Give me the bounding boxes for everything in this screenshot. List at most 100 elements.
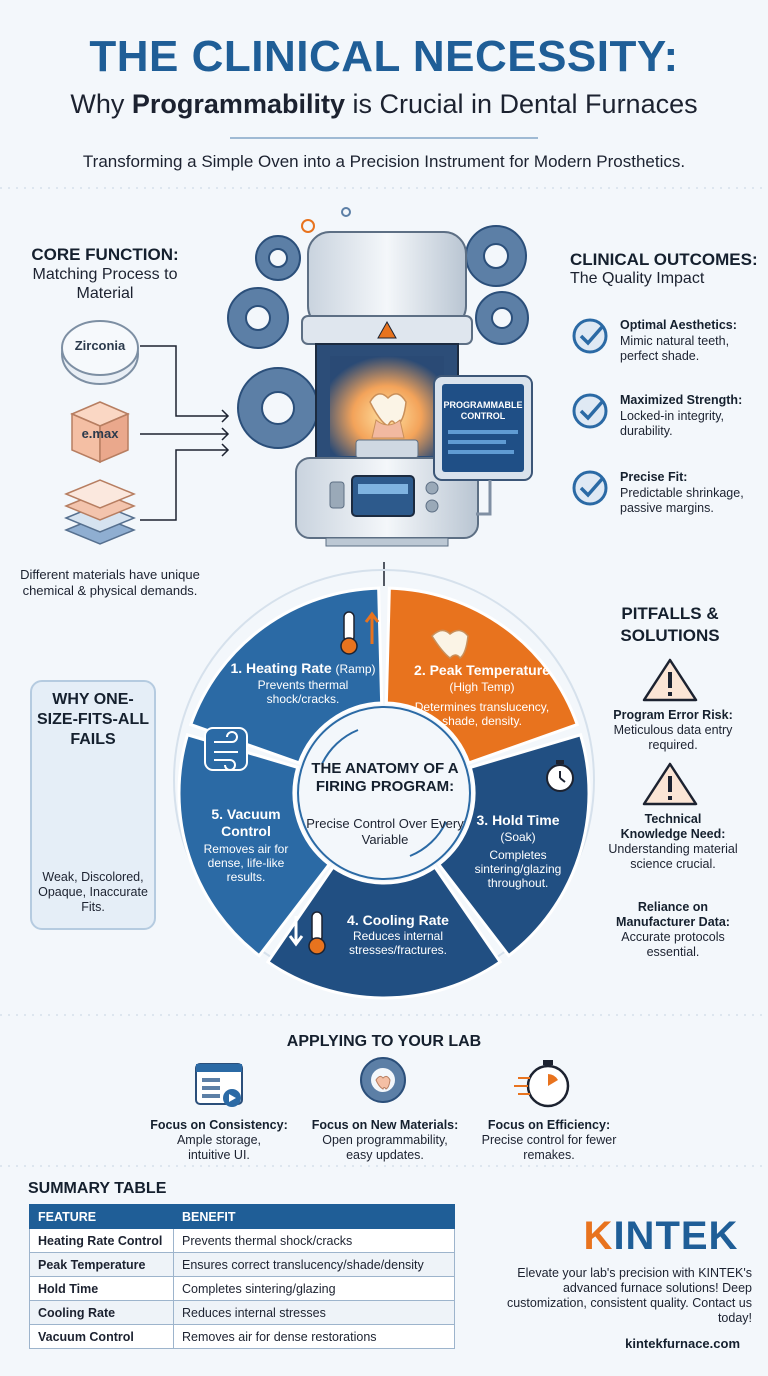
vacuum-icon (204, 727, 248, 771)
ring-segment-heating (188, 586, 384, 765)
material-connector-lines (140, 345, 385, 586)
outcome-item: Maximized Strength: Locked-in integrity,… (572, 393, 762, 453)
table-header-benefit: BENEFIT (173, 1204, 455, 1229)
table-row: Cooling Rate Reduces internal stresses (29, 1300, 455, 1325)
focus-title: Focus on Consistency: (150, 1118, 288, 1132)
table-cell-feature: Cooling Rate (29, 1300, 174, 1325)
thermometer-up-icon (340, 611, 380, 655)
brand-logo-k: K (583, 1214, 614, 1258)
subtitle-pre: Why (70, 89, 132, 119)
gear-icon (475, 291, 529, 345)
table-cell-benefit: Reduces internal stresses (173, 1300, 455, 1325)
summary-title: SUMMARY TABLE (28, 1180, 167, 1197)
table-cell-benefit: Removes air for dense restorations (173, 1324, 455, 1349)
outcome-title: Precise Fit: (620, 470, 688, 484)
core-function-subtitle: Matching Process to Material (32, 266, 178, 302)
focus-item-efficiency: Focus on Efficiency: Precise control for… (464, 1118, 634, 1163)
table-row: Heating Rate Control Prevents thermal sh… (29, 1228, 455, 1253)
clinical-outcomes-subtitle: The Quality Impact (570, 270, 705, 287)
table-header-row: FEATURE BENEFIT (29, 1204, 455, 1229)
brand-cta-text: Elevate your lab's precision with KINTEK… (506, 1266, 752, 1325)
page-subtitle: Why Programmability is Crucial in Dental… (0, 89, 768, 120)
segment-title-small: (Ramp) (335, 662, 376, 676)
ring-segment-hold (436, 732, 591, 958)
outcome-desc: Locked-in integrity, durability. (620, 409, 724, 438)
table-cell-benefit: Completes sintering/glazing (173, 1276, 455, 1301)
warning-icon (642, 658, 698, 702)
check-icon (572, 318, 608, 354)
pitfall-desc: Accurate protocols essential. (621, 930, 725, 959)
focus-desc: Open programmability, easy updates. (322, 1133, 448, 1162)
stopwatch-icon (546, 760, 574, 792)
screen-label-line-1: PROGRAMMABLE (443, 400, 523, 410)
table-cell-feature: Vacuum Control (29, 1324, 174, 1349)
clinical-outcomes-title: CLINICAL OUTCOMES: (570, 250, 758, 269)
ring-segment-cooling (265, 865, 503, 1000)
header-divider (230, 137, 538, 139)
pitfall-title: Program Error Risk: (613, 708, 733, 722)
small-gear-icon (341, 207, 351, 217)
pitfall-desc: Meticulous data entry required. (613, 723, 733, 752)
segment-title: 4. Cooling Rate (347, 912, 449, 928)
segment-cooling-rate: 4. Cooling Rate Reduces internal stresse… (328, 912, 468, 957)
pitfall-item: Technical Knowledge Need: Understanding … (588, 812, 758, 872)
segment-title: 3. Hold Time (476, 812, 560, 828)
why-fails-caption: Weak, Discolored, Opaque, Inaccurate Fit… (38, 870, 148, 914)
segment-desc: Determines translucency, shade, density. (414, 700, 550, 728)
ring-center (297, 706, 471, 880)
glowing-tooth-icon (431, 629, 469, 660)
segment-title: 5. Vacuum Control (211, 806, 281, 839)
gear-icon (227, 287, 289, 349)
pitfall-title: Reliance on Manufacturer Data: (616, 900, 730, 929)
warning-icon (642, 762, 698, 806)
check-icon (572, 470, 608, 506)
tagline: Transforming a Simple Oven into a Precis… (82, 152, 686, 171)
table-cell-feature: Hold Time (29, 1276, 174, 1301)
thermometer-down-icon (288, 911, 326, 955)
brand-logo: KINTEK (576, 1214, 746, 1259)
table-cell-feature: Peak Temperature (29, 1252, 174, 1277)
consistency-dashboard-icon (195, 1063, 243, 1107)
outcome-desc: Mimic natural teeth, perfect shade. (620, 334, 730, 363)
zirconia-disc-icon (61, 320, 139, 385)
segment-desc: Prevents thermal shock/cracks. (257, 678, 349, 706)
focus-item-new-materials: Focus on New Materials: Open programmabi… (300, 1118, 470, 1163)
table-cell-benefit: Prevents thermal shock/cracks (173, 1228, 455, 1253)
segment-desc: Reduces internal stresses/fractures. (348, 929, 448, 957)
material-zirconia-label: Zirconia (74, 338, 126, 353)
pitfalls-title: PITFALLS & SOLUTIONS (620, 604, 720, 645)
segment-vacuum-control: 5. Vacuum Control Removes air for dense,… (196, 806, 296, 884)
segment-title: 2. Peak Temperature (414, 662, 550, 678)
segment-desc: Completes sintering/glazing throughout. (474, 848, 562, 890)
core-function-title: CORE FUNCTION: (31, 245, 179, 264)
gear-icon (255, 235, 301, 281)
anatomy-title: THE ANATOMY OF A FIRING PROGRAM: (311, 760, 459, 795)
new-materials-gear-icon (360, 1057, 406, 1103)
segment-title-small: (High Temp) (449, 680, 515, 694)
ring-segment-peak (384, 586, 580, 765)
segment-desc: Removes air for dense, life-like results… (203, 842, 289, 884)
summary-table: FEATURE BENEFIT Heating Rate Control Pre… (29, 1204, 455, 1349)
emax-block-icon (70, 401, 130, 464)
why-fails-title: WHY ONE-SIZE-FITS-ALL FAILS (37, 691, 149, 748)
table-cell-feature: Heating Rate Control (29, 1228, 174, 1253)
core-function-caption: Different materials have unique chemical… (20, 567, 200, 598)
segment-heating-rate: 1. Heating Rate (Ramp) Prevents thermal … (228, 660, 378, 706)
table-row: Vacuum Control Removes air for dense res… (29, 1324, 455, 1349)
outcome-title: Maximized Strength: (620, 393, 743, 407)
table-row: Peak Temperature Ensures correct translu… (29, 1252, 455, 1277)
focus-desc: Precise control for fewer remakes. (481, 1133, 617, 1162)
outcome-item: Optimal Aesthetics: Mimic natural teeth,… (572, 318, 762, 378)
focus-title: Focus on Efficiency: (487, 1118, 611, 1132)
ring-segment-vacuum (177, 732, 332, 958)
pitfall-title: Technical Knowledge Need: (620, 812, 726, 841)
decorative-grid (0, 187, 768, 1167)
outcome-item: Precise Fit: Predictable shrinkage, pass… (572, 470, 762, 530)
segment-title: 1. Heating Rate (230, 660, 332, 676)
gear-icon (237, 367, 319, 449)
ring-segments (177, 586, 591, 1000)
table-header-feature: FEATURE (29, 1204, 174, 1229)
check-icon (572, 393, 608, 429)
layered-material-icon (64, 479, 136, 545)
brand-url-link[interactable]: kintekfurnace.com (625, 1336, 740, 1351)
